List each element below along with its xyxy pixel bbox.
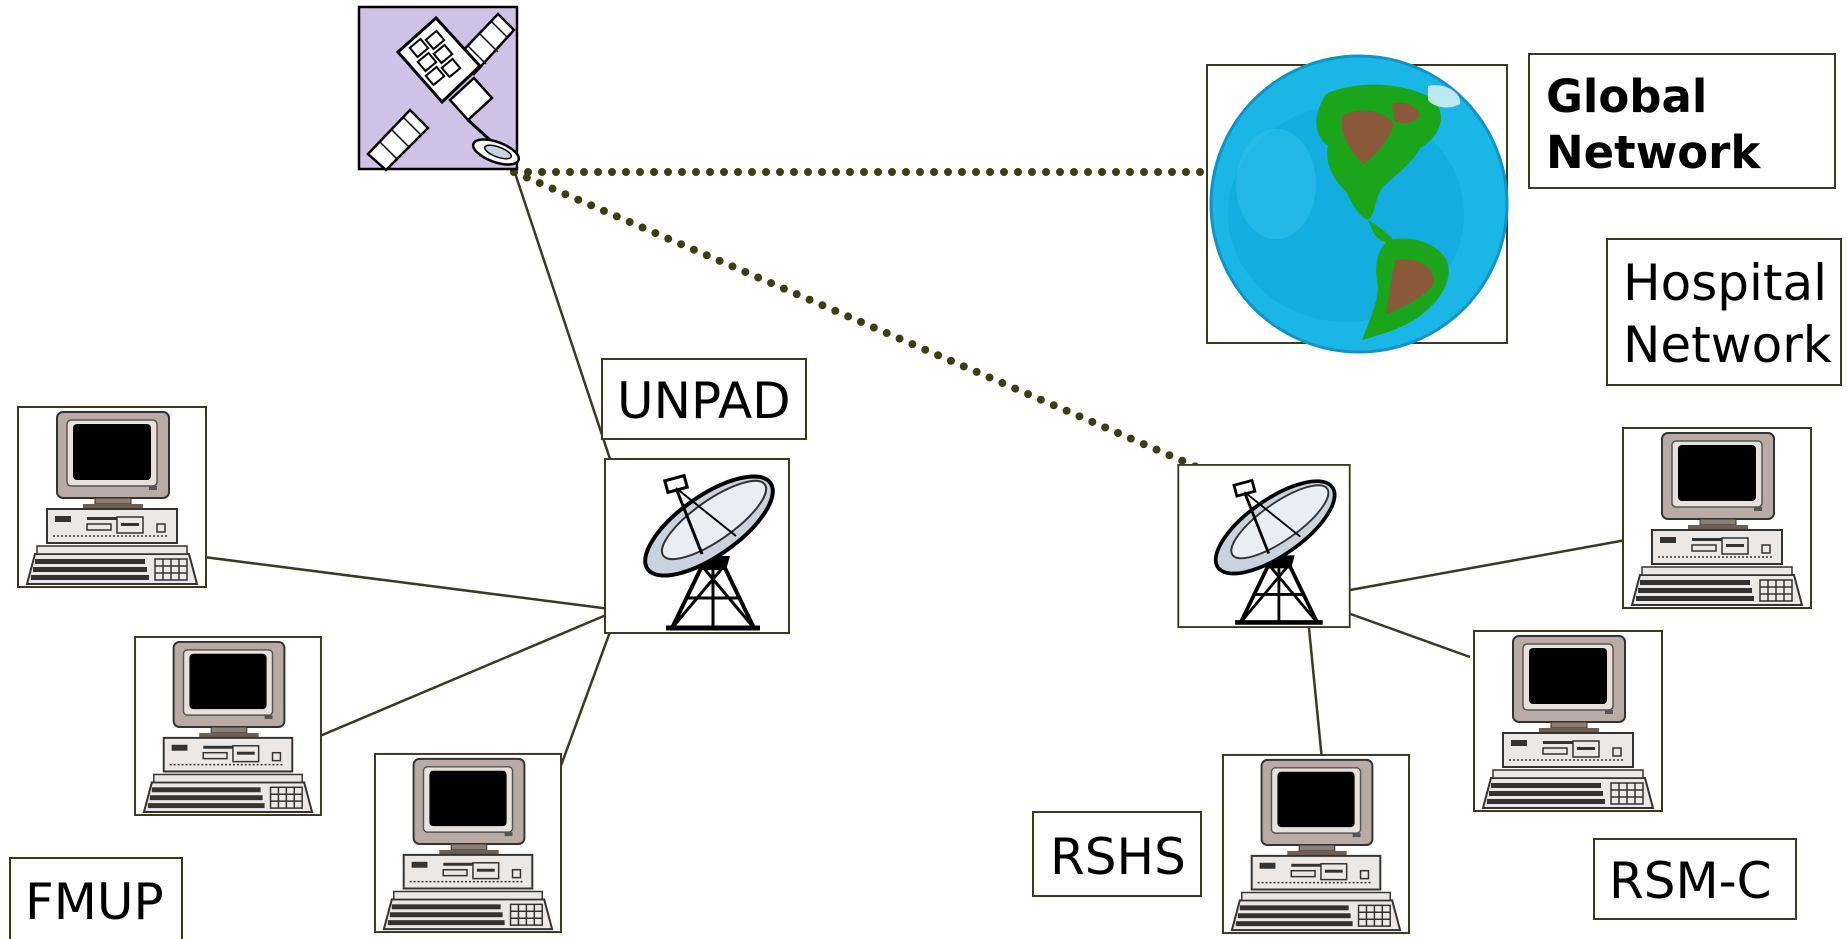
desktop-computer-icon-rsmc [1472, 630, 1664, 812]
desktop-computer-icon-fmup-3 [374, 752, 562, 934]
globe-icon [1206, 54, 1509, 354]
satellite-dish-icon-hospital [1178, 464, 1349, 627]
global-network-line-2: Network [1546, 126, 1761, 179]
hospital-network-line-2: Network [1623, 316, 1832, 374]
satellite-icon [357, 5, 521, 172]
unpad-text: UNPAD [617, 372, 791, 430]
rshs-text: RSHS [1050, 828, 1186, 886]
label-rsmc: RSM-C [1593, 838, 1797, 920]
hospital-network-line-1: Hospital [1623, 254, 1827, 312]
label-global-network: Global Network [1528, 53, 1836, 189]
label-fmup: FMUP [9, 857, 183, 939]
desktop-computer-icon-fmup-2 [134, 636, 322, 816]
link-fmup-pc2 [281, 608, 619, 754]
label-hospital-network: Hospital Network [1606, 238, 1842, 386]
fmup-text: FMUP [25, 873, 164, 931]
label-rshs: RSHS [1032, 811, 1202, 897]
satellite-dish-icon-unpad [605, 458, 789, 633]
label-unpad: UNPAD [601, 358, 807, 440]
desktop-computer-icon-rshs [1222, 753, 1410, 935]
global-network-line-1: Global [1546, 70, 1707, 123]
link-hospital-pc1 [1305, 538, 1627, 600]
desktop-computer-icon-fmup-1 [16, 406, 208, 588]
desktop-computer-icon-hospital-1 [1622, 426, 1812, 610]
link-satellite-unpad [512, 169, 614, 466]
rsmc-text: RSM-C [1609, 852, 1772, 910]
dotted-link-satellite-dish-right [510, 168, 1240, 488]
